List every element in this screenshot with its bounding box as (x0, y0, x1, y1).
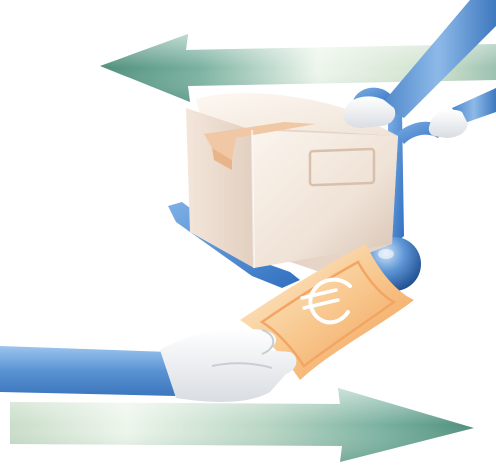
glove-lower (160, 329, 296, 402)
lower-arm (0, 346, 176, 396)
